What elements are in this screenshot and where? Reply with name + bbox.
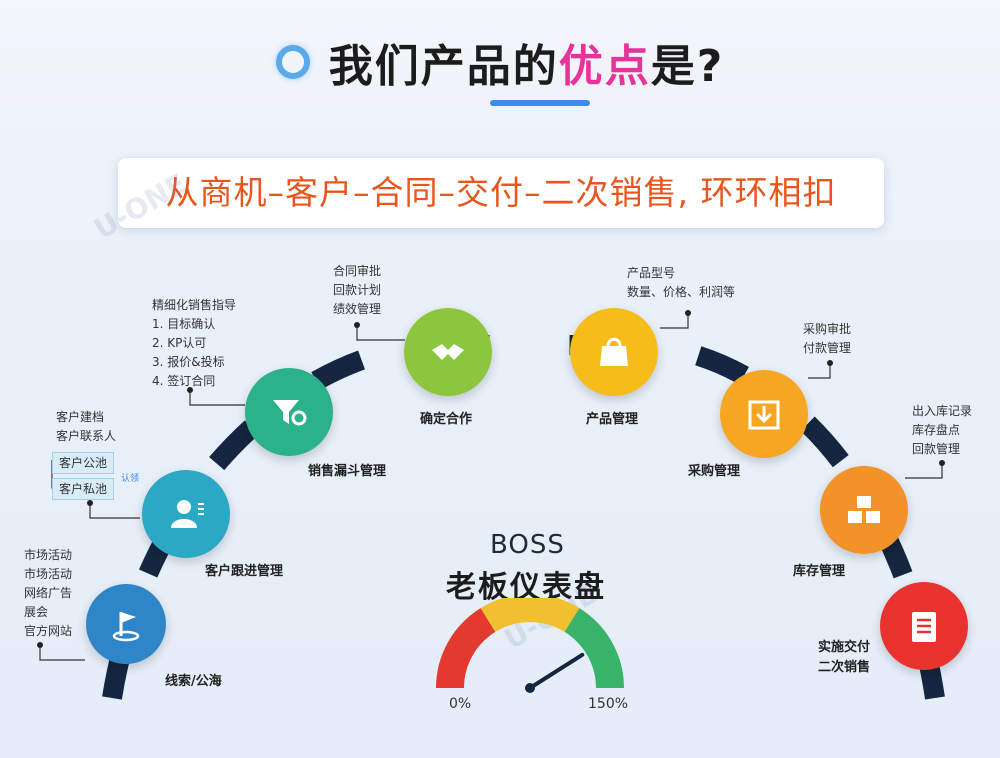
note-item: 数量、价格、利润等 [627,285,736,299]
label-funnel: 销售漏斗管理 [308,464,387,479]
label-deal: 确定合作 [420,412,473,427]
note-item: 绩效管理 [333,302,382,316]
funnel-icon [273,400,307,426]
label-product: 产品管理 [586,412,639,427]
clipboard-icon [912,612,936,642]
title-highlight: 优点 [558,41,651,92]
connector-line [189,390,245,406]
download-icon [748,400,780,430]
note-item: 采购审批 [803,322,852,336]
node-leads [86,584,166,664]
header: 我们产品的优点是? [0,30,1000,94]
note-item: 回款管理 [912,442,961,456]
gauge-min-label: 0% [449,696,472,712]
gauge-green [564,608,624,689]
note-item: 付款管理 [803,341,852,355]
note-item: 3. 报价&投标 [152,355,225,369]
notes-customer: 客户建档 客户联系人 [56,408,116,446]
node-delivery [880,582,968,670]
notes-funnel: 精细化销售指导 1. 目标确认 2. KP认可 3. 报价&投标 4. 签订合同 [152,296,236,391]
connector-line [905,463,943,479]
note-item: 4. 签订合同 [152,374,216,388]
pool-private: 客户私池 [52,478,115,500]
note-item: 展会 [24,605,49,619]
bag-icon [600,337,628,366]
label-purchase: 采购管理 [688,464,741,479]
gauge-hub [525,683,535,693]
gauge-red [436,608,496,689]
gauge-needle [528,652,585,690]
pool-tag: 认领 [121,474,140,484]
node-stock [820,466,908,554]
node-customer [142,470,230,558]
notes-stock: 出入库记录 库存盘点 回款管理 [912,402,972,459]
note-item: 1. 目标确认 [152,317,216,331]
notes-product: 产品型号 数量、价格、利润等 [627,264,735,302]
label-stock: 库存管理 [793,564,846,579]
note-item: 出入库记录 [912,404,973,418]
gauge-max-label: 150% [588,696,629,712]
title-suffix: 是? [650,41,725,92]
boss-label-en: BOSS [490,530,565,560]
notes-purchase: 采购审批 付款管理 [803,320,851,358]
note-item: 市场活动 [24,548,73,562]
note-item: 2. KP认可 [152,336,207,350]
pool-public: 客户公池 [52,452,115,474]
notes-deal: 合同审批 回款计划 绩效管理 [333,262,381,319]
slogan-banner: 从商机–客户–合同–交付–二次销售, 环环相扣 [118,158,884,228]
ring-icon [275,45,310,79]
note-item: 市场活动 [24,567,73,581]
connector-line [660,313,689,329]
label-line: 实施交付 [818,640,871,655]
connector-line [89,503,140,519]
note-item: 回款计划 [333,283,382,297]
note-item: 客户联系人 [56,429,117,443]
note-item: 库存盘点 [912,423,961,437]
note-item: 合同审批 [333,264,382,278]
title-text: 我们产品的 [328,41,559,92]
boxes-icon [848,496,880,523]
gauge-yellow [480,598,580,633]
node-product [570,308,658,396]
connector-line [356,325,405,341]
node-purchase [720,370,808,458]
connector-line [808,363,831,379]
handshake-icon [432,344,464,360]
label-leads: 线索/公海 [165,674,222,689]
note-item: 官方网站 [24,624,73,638]
label-line: 二次销售 [818,660,871,675]
note-item: 精细化销售指导 [152,298,237,312]
page-title: 我们产品的优点是? [329,30,725,94]
connector-line [39,645,85,661]
label-delivery: 实施交付 二次销售 [818,638,870,678]
note-item: 客户建档 [56,410,105,424]
boss-gauge [436,598,624,693]
label-customer: 客户跟进管理 [205,564,284,579]
note-item: 产品型号 [627,266,676,280]
notes-leads: 市场活动 市场活动 网络广告 展会 官方网站 [24,546,72,641]
flag-icon [112,612,140,642]
note-item: 网络广告 [24,586,73,600]
node-deal [404,308,492,396]
node-funnel [245,368,333,456]
title-underline [490,100,590,106]
user-icon [171,500,204,528]
